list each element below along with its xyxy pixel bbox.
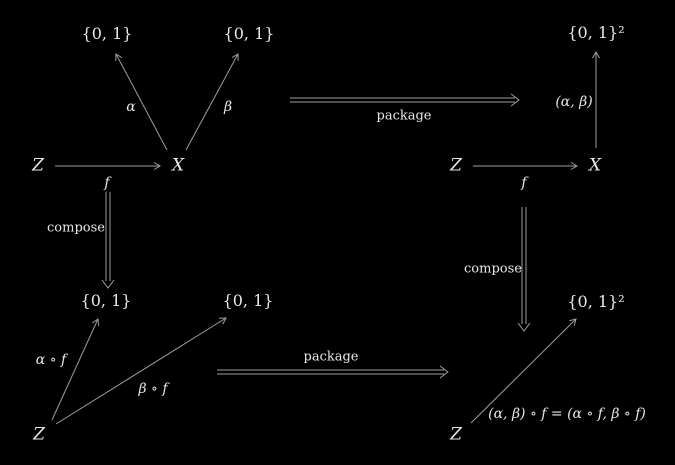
- arrow-tl-x-to-01-beta: [185, 53, 239, 151]
- label-compose-right: compose: [464, 261, 522, 277]
- double-arrow-package-top: [290, 93, 520, 107]
- node-01-top-left-a: {0, 1}: [81, 24, 133, 43]
- node-z-top-left: Z: [32, 155, 44, 176]
- label-compose-left: compose: [47, 220, 105, 236]
- node-01sq-top-right: {0, 1}²: [567, 23, 625, 42]
- node-01-bottom-left-a: {0, 1}: [80, 291, 132, 310]
- label-alpha-beta-pair: (α, β): [555, 94, 593, 110]
- double-arrow-compose-right: [517, 207, 531, 332]
- node-01-bottom-left-b: {0, 1}: [222, 291, 274, 310]
- label-package-top: package: [376, 108, 432, 124]
- label-f-top-right: f: [521, 175, 527, 191]
- double-arrow-package-bottom: [217, 365, 449, 379]
- node-z-top-right: Z: [450, 155, 462, 176]
- node-x-top-left: X: [171, 155, 185, 176]
- label-beta-compose-f: β ∘ f: [138, 381, 168, 397]
- label-f-top-left: f: [104, 175, 110, 191]
- arrow-br-z-to-01sq: [470, 318, 577, 424]
- node-01sq-bottom-right: {0, 1}²: [567, 292, 625, 311]
- arrow-tl-x-to-01-alpha: [115, 53, 168, 151]
- label-beta: β: [223, 99, 233, 115]
- label-alpha-compose-f: α ∘ f: [35, 352, 67, 368]
- double-arrow-compose-left: [101, 192, 115, 289]
- node-01-top-left-b: {0, 1}: [223, 24, 275, 43]
- label-alpha: α: [126, 99, 136, 115]
- label-package-bottom: package: [303, 349, 359, 365]
- label-pair-compose-equation: (α, β) ∘ f = (α ∘ f, β ∘ f): [488, 406, 646, 422]
- arrow-bl-z-to-01-betaf: [55, 317, 227, 425]
- node-z-bottom-right: Z: [450, 424, 462, 445]
- node-x-top-right: X: [588, 155, 602, 176]
- arrow-bl-z-to-01-alphaf: [51, 318, 100, 421]
- node-z-bottom-left: Z: [33, 424, 45, 445]
